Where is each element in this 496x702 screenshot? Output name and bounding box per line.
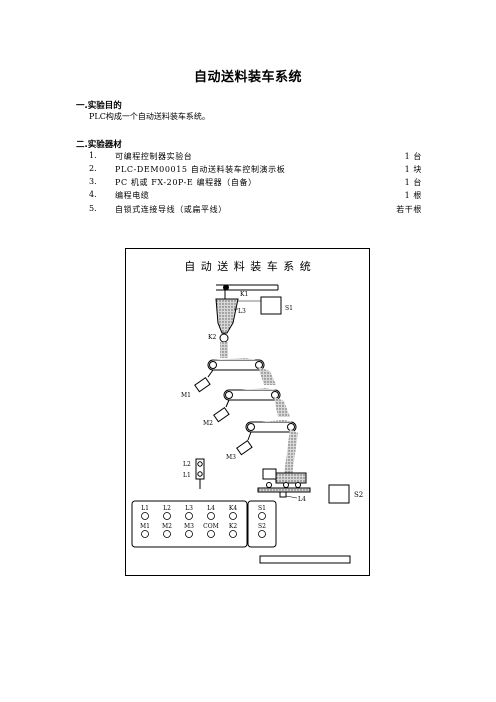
material-row: 1. 可编程控制器实验台 1 台: [89, 151, 422, 162]
terminal-jack[interactable]: [207, 512, 215, 520]
document-title: 自动送料装车系统: [193, 70, 302, 85]
label-m2: M2: [203, 420, 213, 427]
conveyor-belt-2: [223, 388, 281, 401]
material-number: 2.: [89, 164, 97, 173]
label-m1: M1: [181, 392, 191, 399]
label-s1: S1: [285, 305, 293, 312]
terminal-label: L4: [207, 505, 215, 512]
terminal-label: L1: [141, 505, 149, 512]
valve-k2-icon: [219, 333, 229, 343]
terminal-label: M1: [140, 523, 150, 530]
terminal-jack[interactable]: [207, 530, 215, 538]
terminal-label: M2: [162, 523, 172, 530]
terminal-label: L3: [185, 505, 193, 512]
light-l2-icon: [197, 461, 203, 467]
terminal-jack[interactable]: [185, 530, 193, 538]
label-m3: M3: [226, 454, 236, 461]
sensor-s1-box: [260, 296, 282, 315]
terminal-block-outputs: [131, 500, 248, 548]
terminal-jack[interactable]: [141, 530, 149, 538]
label-k2: K2: [208, 334, 216, 341]
label-l1: L1: [183, 472, 191, 479]
label-l2: L2: [183, 461, 191, 468]
terminal-jack[interactable]: [141, 512, 149, 520]
section-heading-materials: 二.实验器材: [76, 140, 122, 150]
terminal-label: S1: [258, 505, 266, 512]
terminal-jack[interactable]: [163, 512, 171, 520]
feed-pipe: [216, 284, 279, 291]
light-l1-icon: [197, 471, 203, 477]
truck-icon: [262, 468, 307, 488]
terminal-jack[interactable]: [258, 512, 266, 520]
terminal-label: L2: [163, 505, 171, 512]
terminal-jack[interactable]: [258, 530, 266, 538]
material-name: PC 机或 FX-20P-E 编程器（自备）: [115, 178, 257, 187]
material-name: 自锁式连接导线（或扁平线）: [115, 205, 227, 214]
terminal-jack[interactable]: [229, 530, 237, 538]
terminal-jack[interactable]: [163, 530, 171, 538]
weighbridge: [257, 487, 311, 493]
diagram-title: 自 动 送 料 装 车 系 统: [184, 259, 311, 273]
motor-m2-icon: [213, 399, 230, 423]
label-l3: L3: [238, 308, 246, 315]
traffic-light: [195, 458, 205, 489]
material-row: 5. 自锁式连接导线（或扁平线） 若干根: [89, 204, 422, 215]
conveyor-belt-1: [207, 358, 265, 371]
terminal-label: K4: [229, 505, 237, 512]
motor-m3-icon: [236, 431, 253, 456]
material-number: 5.: [89, 204, 97, 213]
material-quantity: 若干根: [396, 205, 422, 214]
sensor-s2-box: [328, 484, 350, 504]
valve-k1-icon: [223, 284, 229, 291]
material-number: 3.: [89, 177, 97, 186]
conveyor-belt-3: [245, 420, 297, 433]
label-l4: L4: [298, 496, 306, 503]
material-name: PLC-DEM00015 自动送料装车控制演示板: [115, 165, 286, 174]
demo-board-svg: 自 动 送 料 装 车 系 统 K1 L3 S1 K2: [131, 259, 363, 564]
terminal-label: K2: [229, 523, 237, 530]
purpose-text: PLC构成一个自动送料装车系统。: [89, 112, 210, 121]
material-number: 4.: [89, 190, 97, 199]
label-s2: S2: [354, 491, 363, 499]
material-row: 3. PC 机或 FX-20P-E 编程器（自备） 1 台: [89, 177, 422, 188]
section-heading-purpose: 一.实验目的: [76, 101, 122, 111]
material-quantity: 1 台: [404, 152, 422, 161]
terminal-block-inputs: [247, 500, 277, 548]
terminal-label: S2: [258, 523, 266, 530]
terminal-jack[interactable]: [229, 512, 237, 520]
material-row: 4. 编程电缆 1 根: [89, 190, 422, 201]
material-quantity: 1 台: [404, 178, 422, 187]
terminal-jack[interactable]: [185, 512, 193, 520]
material-name: 编程电缆: [115, 191, 150, 200]
terminal-label: M3: [184, 523, 194, 530]
demo-board-diagram: 自 动 送 料 装 车 系 统 K1 L3 S1 K2: [125, 248, 370, 576]
nameplate-strip: [259, 555, 351, 564]
material-name: 可编程控制器实验台: [115, 152, 193, 161]
label-k1: K1: [240, 291, 248, 298]
material-row: 2. PLC-DEM00015 自动送料装车控制演示板 1 块: [89, 164, 422, 175]
terminal-label: COM: [203, 523, 219, 530]
material-number: 1.: [89, 151, 97, 160]
hopper: [215, 290, 239, 334]
material-quantity: 1 根: [404, 191, 422, 200]
material-quantity: 1 块: [404, 165, 422, 174]
motor-m1-icon: [194, 369, 214, 393]
